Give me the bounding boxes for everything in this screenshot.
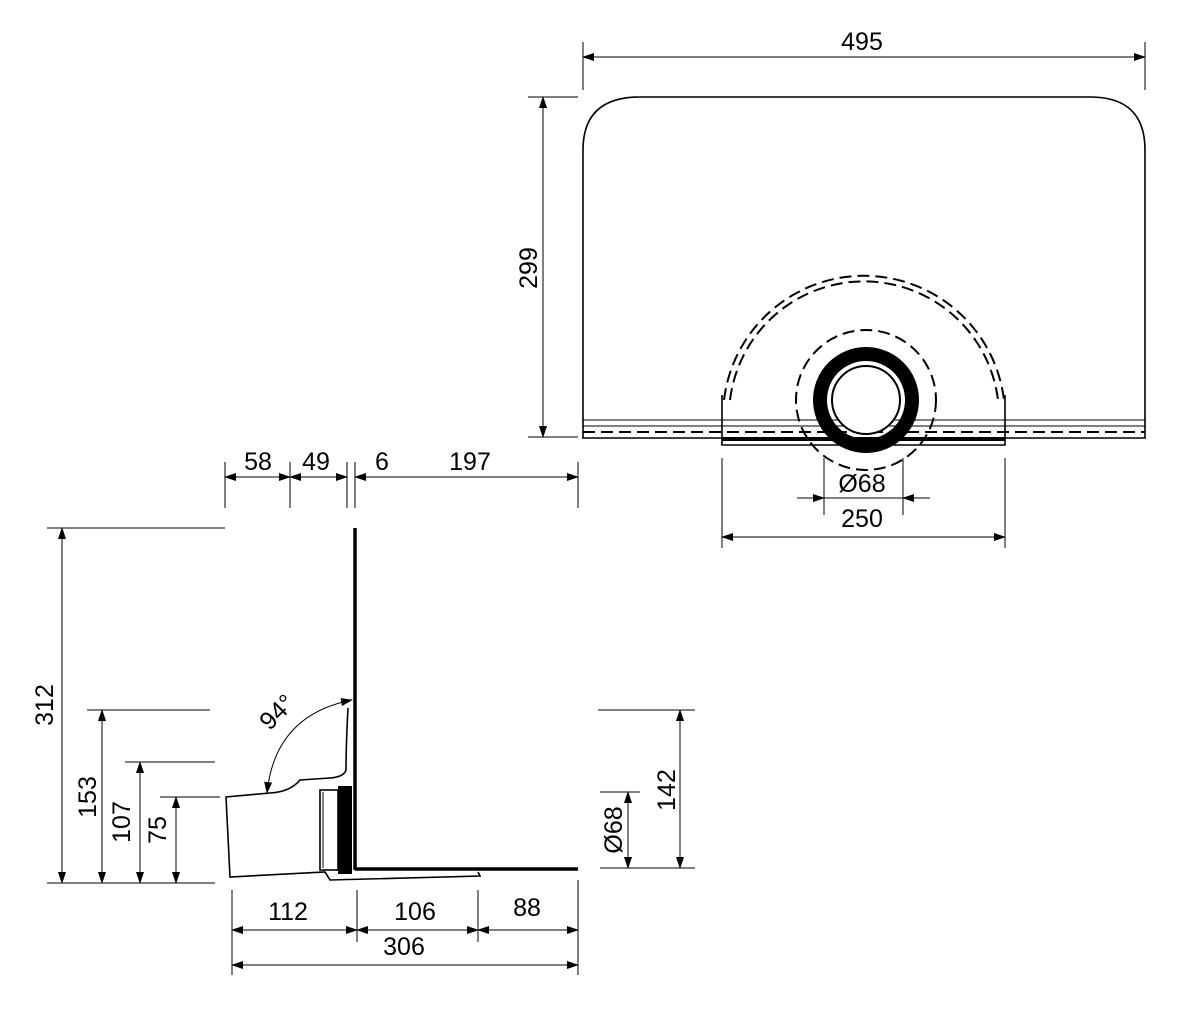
plate-outline <box>582 96 1146 439</box>
dim-153: 153 <box>74 776 102 818</box>
seal-ring <box>338 786 352 874</box>
dim-outlet-diameter: Ø68 <box>600 806 628 853</box>
dim-107: 107 <box>108 801 136 843</box>
dim-pipe-diameter: Ø68 <box>838 470 885 498</box>
dim-6: 6 <box>375 448 389 476</box>
dim-58: 58 <box>244 448 272 476</box>
dim-197: 197 <box>449 448 491 476</box>
pipe-flange-dashed <box>795 329 937 471</box>
dim-142: 142 <box>653 769 681 811</box>
bracket <box>721 395 1006 446</box>
dim-height: 299 <box>515 247 543 289</box>
top-view: 495 299 Ø68 250 <box>515 28 1146 548</box>
outlet-body <box>225 707 482 881</box>
dim-75: 75 <box>144 816 172 844</box>
angle-arc <box>264 698 353 794</box>
dim-49: 49 <box>302 448 330 476</box>
dim-bracket-width: 250 <box>841 505 883 533</box>
pipe-outer <box>813 347 919 453</box>
dim-88: 88 <box>513 894 541 922</box>
dim-width: 495 <box>841 28 883 56</box>
dim-312: 312 <box>31 684 59 726</box>
bracket-dashed-outer <box>723 274 1005 401</box>
dim-112: 112 <box>268 898 308 926</box>
dim-106: 106 <box>394 898 436 926</box>
dim-306: 306 <box>383 933 425 961</box>
side-view: 58 49 6 197 312 153 107 75 142 Ø68 <box>31 448 695 975</box>
pipe-inner <box>831 365 901 435</box>
